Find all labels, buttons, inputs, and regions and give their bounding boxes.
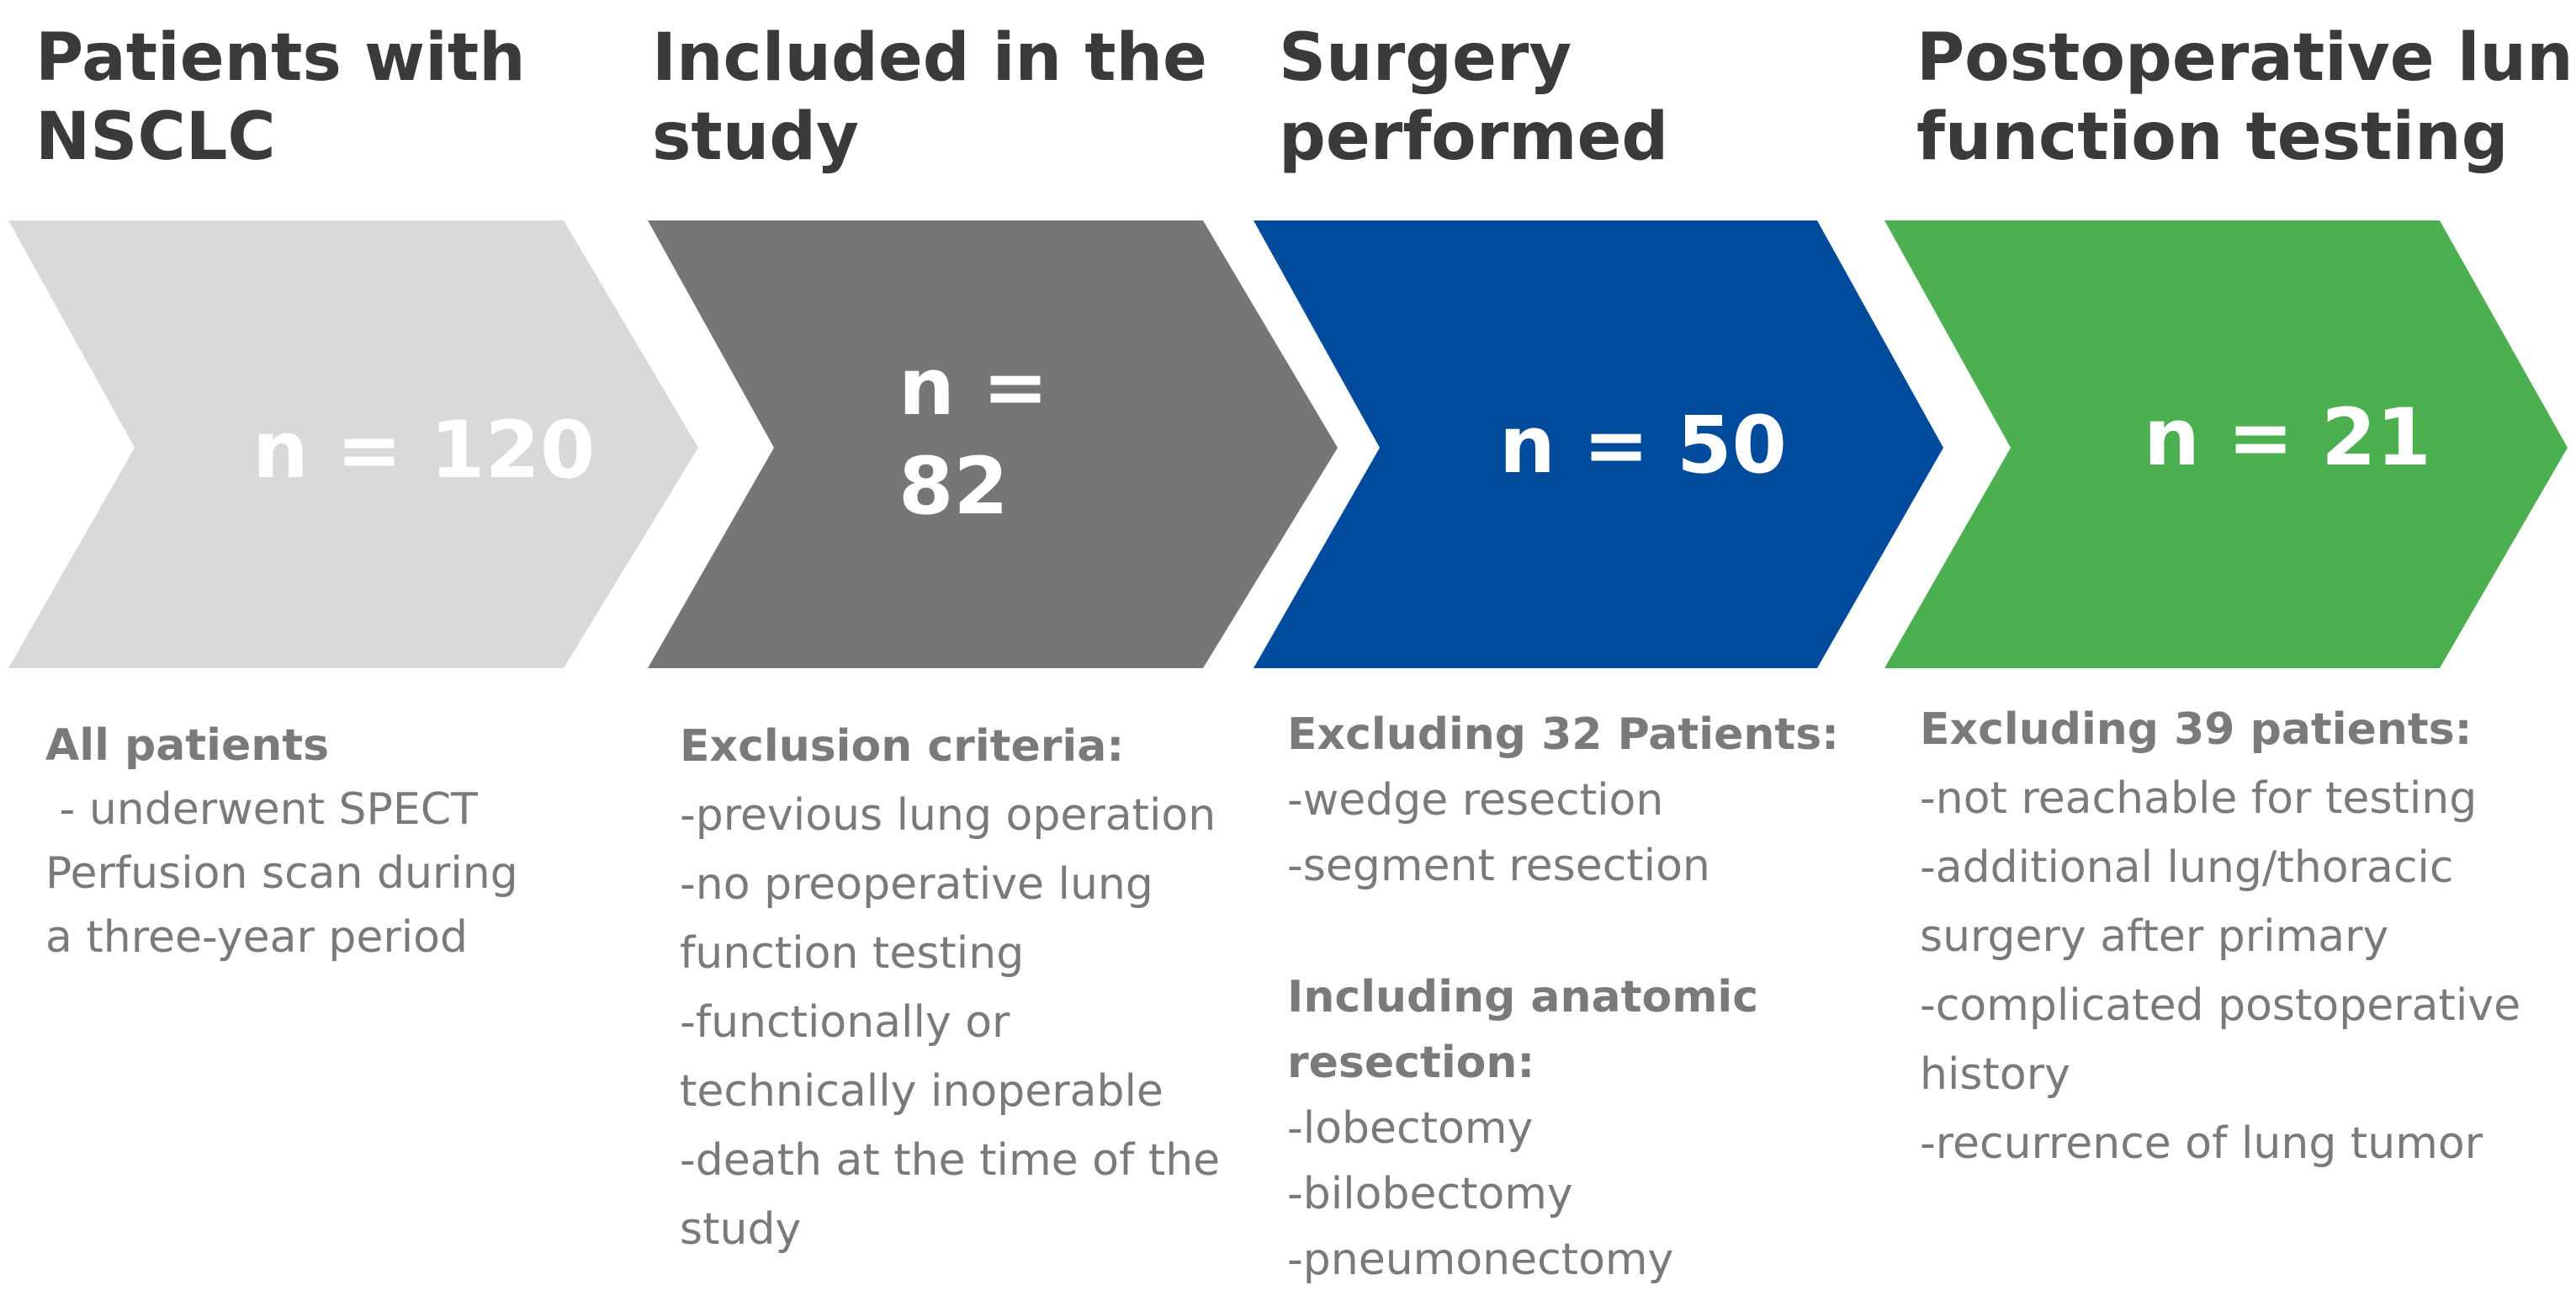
step-2-title-line-1: Included in the [652,20,1207,96]
step-4-count-line-1: n = 21 [2144,392,2431,484]
step-1-title: Patients with NSCLC [35,19,526,177]
step-3-desc-line-6: resection: [1287,1038,1535,1088]
step-3-count: n = 50 [1499,396,1787,496]
step-3-title-line-1: Surgery [1279,20,1572,96]
step-3-description: Excluding 32 Patients: -wedge resection … [1287,702,1839,1293]
step-3-desc-line-2: -wedge resection [1287,775,1664,826]
step-3-desc-line-3: -segment resection [1287,841,1710,891]
step-2-title: Included in the study [652,19,1207,177]
chevron-step-2 [648,220,1338,668]
step-2-desc-line-2: -previous lung operation [680,790,1216,841]
chevron-step-4 [1884,220,2568,668]
step-2-title-line-2: study [652,99,859,175]
step-3-desc-line-1: Excluding 32 Patients: [1287,709,1839,760]
step-2-desc-line-1: Exclusion criteria: [680,721,1125,772]
step-1-count: n = 120 [252,401,595,501]
step-4-desc-line-3: -additional lung/thoracic [1920,842,2454,893]
step-4-title-line-1: Postoperative lung [1916,20,2576,96]
step-3-desc-spacer [1287,899,1839,964]
step-3-desc-line-8: -bilobectomy [1287,1169,1573,1219]
step-4-desc-line-2: -not reachable for testing [1920,773,2478,824]
chevron-step-1 [8,220,698,668]
step-1-desc-line-3: Perfusion scan during [45,848,518,899]
step-2-count: n = 82 [898,338,1048,537]
step-1-desc-line-4: a three-year period [45,912,468,963]
step-4-desc-line-7: -recurrence of lung tumor [1920,1118,2483,1169]
step-2-desc-line-4: function testing [680,928,1025,979]
step-4-title-line-2: function testing [1916,99,2509,175]
step-4-desc-line-4: surgery after primary [1920,911,2389,962]
step-1-desc-line-2: - underwent SPECT [45,784,478,835]
step-3-title: Surgery performed [1279,19,1668,177]
step-1-title-line-2: NSCLC [35,99,276,175]
step-1-title-line-1: Patients with [35,20,526,96]
step-2-desc-line-6: technically inoperable [680,1066,1163,1117]
step-4-desc-line-1: Excluding 39 patients: [1920,704,2473,755]
step-1-description: All patients - underwent SPECT Perfusion… [45,714,518,969]
step-4-desc-line-6: history [1920,1049,2070,1100]
step-2-count-line-2: 82 [898,441,1009,533]
step-2-desc-line-5: -functionally or [680,997,1010,1048]
step-3-desc-line-5: Including anatomic [1287,972,1759,1022]
step-3-desc-line-7: -lobectomy [1287,1103,1534,1154]
step-3-title-line-2: performed [1279,99,1669,175]
step-2-desc-line-3: -no preoperative lung [680,859,1153,910]
step-4-count: n = 21 [2144,389,2431,488]
step-4-description: Excluding 39 patients: -not reachable fo… [1920,695,2520,1178]
step-3-count-line-1: n = 50 [1499,400,1787,491]
step-2-desc-line-8: study [680,1204,802,1255]
step-4-title: Postoperative lung function testing [1916,19,2576,177]
chevron-step-3 [1254,220,1943,668]
step-2-desc-line-7: -death at the time of the [680,1135,1221,1186]
step-1-desc-line-1: All patients [45,720,330,771]
step-1-count-line-1: n = 120 [252,405,596,497]
step-3-desc-line-9: -pneumonectomy [1287,1235,1674,1285]
step-4-desc-line-5: -complicated postoperative [1920,980,2521,1031]
step-2-count-line-1: n = [898,342,1049,433]
step-2-description: Exclusion criteria: -previous lung opera… [680,712,1220,1264]
